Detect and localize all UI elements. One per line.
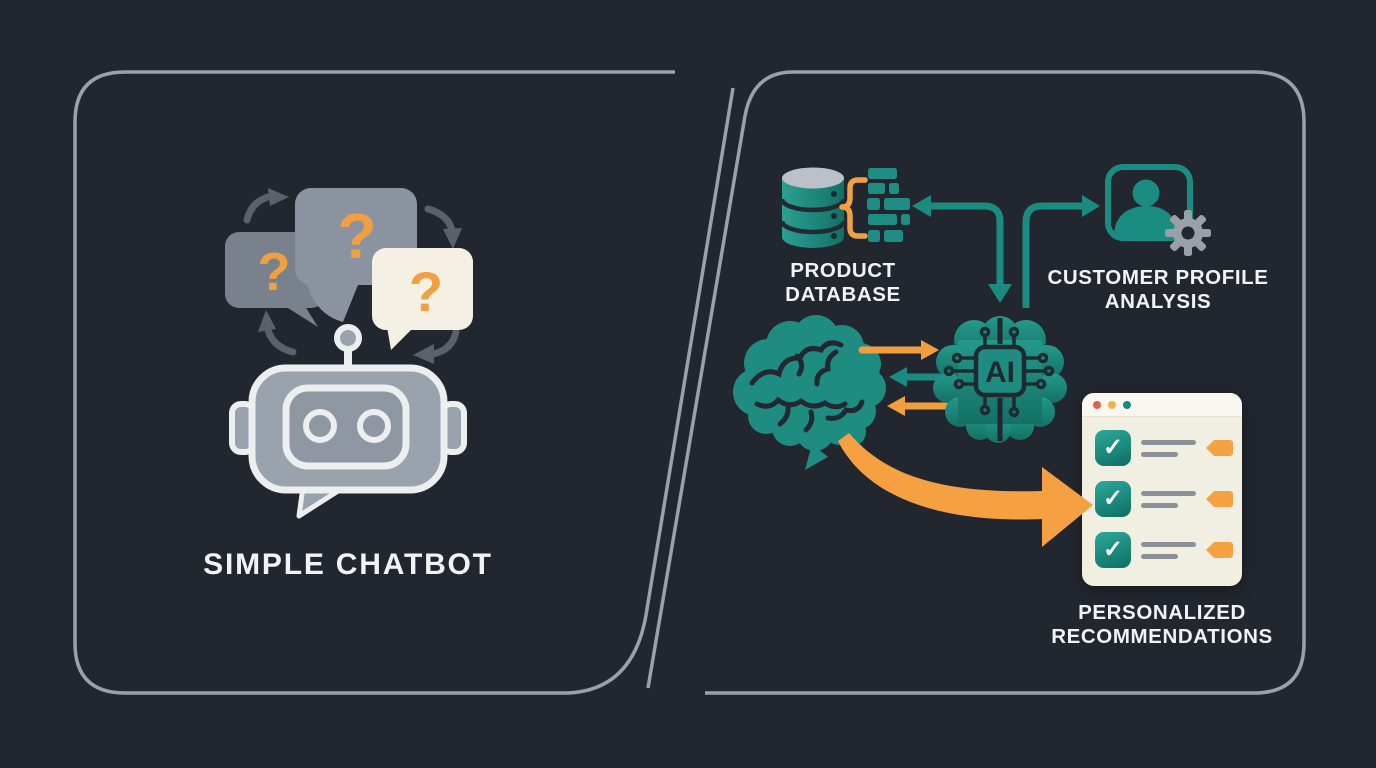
database-icon	[779, 167, 847, 248]
cycle-arrow-bottom-left-icon	[264, 326, 297, 356]
arrow-ai-to-profile	[1022, 202, 1083, 308]
chat-bubble-main: ?	[295, 188, 417, 322]
cycle-arrow-bottom-right-icon	[429, 328, 460, 358]
text-lines	[1141, 490, 1196, 508]
robot-eye-right	[357, 409, 391, 443]
data-blocks-icon	[867, 168, 910, 242]
question-mark-icon: ?	[258, 242, 291, 302]
check-icon: ✓	[1095, 532, 1131, 568]
check-icon: ✓	[1095, 481, 1131, 517]
flow-arrows	[912, 195, 1100, 308]
tag-icon	[1206, 542, 1233, 558]
cycle-arrow-top-right-icon	[424, 205, 456, 235]
person-head	[1132, 179, 1160, 207]
chat-bubble-cream: ?	[372, 248, 473, 350]
brain-stem	[805, 444, 828, 470]
robot-eye-left	[303, 409, 337, 443]
robot-icon	[229, 324, 467, 519]
arrow-ai-to-database	[930, 202, 1004, 284]
text-lines	[1141, 439, 1196, 457]
question-mark-icon: ?	[337, 200, 376, 272]
recommendation-row: ✓	[1095, 532, 1233, 568]
right-panel-frame	[646, 70, 1306, 695]
window-dot-red-icon	[1093, 400, 1101, 409]
brace-connector-icon	[839, 177, 868, 239]
conversation-cycle-icon	[243, 192, 460, 358]
cycle-arrow-top-left-icon	[243, 192, 276, 224]
text-lines	[1141, 541, 1196, 559]
window-dot-amber-icon	[1108, 400, 1116, 409]
tag-icon	[1206, 491, 1233, 507]
window-dot-teal-icon	[1123, 400, 1131, 409]
card-titlebar	[1082, 393, 1242, 417]
left-panel-frame	[73, 70, 735, 695]
gear-icon	[1165, 210, 1211, 256]
recommendations-card: ✓ ✓ ✓	[1082, 393, 1242, 586]
brain-icon	[733, 315, 886, 470]
product-database-label: PRODUCT DATABASE	[785, 259, 901, 306]
ai-chip-label: AI	[985, 356, 1015, 389]
chat-bubbles-icon: ? ? ?	[225, 188, 473, 350]
tag-icon	[1206, 440, 1233, 456]
check-icon: ✓	[1095, 430, 1131, 466]
cycle-arrowheads	[258, 188, 462, 364]
recommendation-row: ✓	[1095, 481, 1233, 517]
personalized-recommendations-label: PERSONALIZED RECOMMENDATIONS	[1051, 601, 1273, 648]
profile-card-icon	[1105, 164, 1211, 256]
ai-chip-icon: AI	[933, 316, 1067, 443]
simple-chatbot-label: SIMPLE CHATBOT	[203, 548, 493, 581]
question-mark-icon: ?	[409, 260, 443, 323]
recommendation-row: ✓	[1095, 430, 1233, 466]
customer-profile-label: CUSTOMER PROFILE ANALYSIS	[1047, 266, 1269, 313]
person-body	[1114, 206, 1177, 235]
